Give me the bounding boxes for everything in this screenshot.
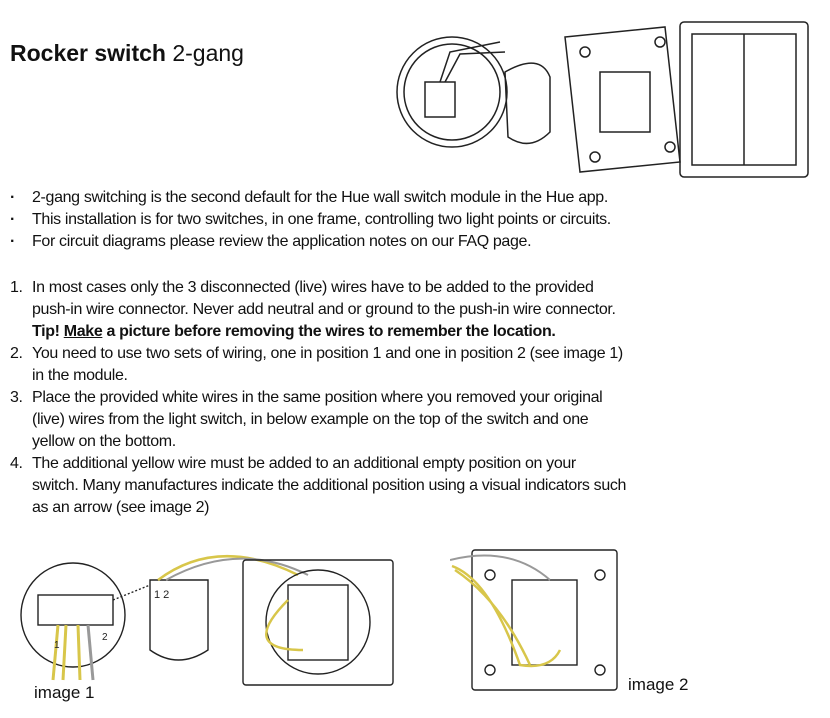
step-line: in the module.: [32, 367, 128, 384]
position-label: 1 2: [154, 589, 169, 601]
position-2-label: 2: [102, 632, 108, 643]
step-number: 1.: [10, 279, 23, 296]
image1-caption: image 1: [34, 683, 95, 702]
step-line: You need to use two sets of wiring, one …: [32, 345, 623, 362]
switch-exploded-illustration: [396, 21, 809, 178]
tip-line: Tip! Make a picture before removing the …: [32, 321, 626, 343]
step-item: 2. You need to use two sets of wiring, o…: [8, 343, 626, 387]
title-bold: Rocker switch: [10, 40, 166, 66]
step-item: 4. The additional yellow wire must be ad…: [8, 453, 626, 519]
bullet-list: 2-gang switching is the second default f…: [8, 187, 611, 253]
tip-prefix: Tip!: [32, 323, 60, 340]
step-line: push-in wire connector. Never add neutra…: [32, 301, 616, 318]
tip-underlined: Make: [63, 323, 103, 340]
bullet-item: This installation is for two switches, i…: [8, 209, 611, 231]
image2-caption: image 2: [628, 675, 689, 694]
position-1-label: 1: [54, 640, 60, 651]
title-regular: 2-gang: [172, 40, 244, 66]
image1-wiring-illustration: 1 2 1 2: [20, 554, 394, 686]
bullet-item: For circuit diagrams please review the a…: [8, 231, 611, 253]
tip-rest: a picture before removing the wires to r…: [106, 323, 556, 340]
step-item: 1. In most cases only the 3 disconnected…: [8, 277, 626, 343]
step-line: (live) wires from the light switch, in b…: [32, 411, 589, 428]
step-line: as an arrow (see image 2): [32, 499, 210, 516]
image2-wiring-illustration: [450, 549, 618, 691]
bullet-item: 2-gang switching is the second default f…: [8, 187, 611, 209]
steps-list: 1. In most cases only the 3 disconnected…: [8, 277, 626, 519]
step-line: The additional yellow wire must be added…: [32, 455, 576, 472]
step-number: 3.: [10, 389, 23, 406]
step-line: switch. Many manufactures indicate the a…: [32, 477, 627, 494]
step-line: yellow on the bottom.: [32, 433, 176, 450]
step-number: 4.: [10, 455, 23, 472]
step-number: 2.: [10, 345, 23, 362]
step-line: Place the provided white wires in the sa…: [32, 389, 603, 406]
page-title: Rocker switch 2-gang: [10, 40, 244, 67]
step-item: 3. Place the provided white wires in the…: [8, 387, 626, 453]
step-line: In most cases only the 3 disconnected (l…: [32, 279, 594, 296]
